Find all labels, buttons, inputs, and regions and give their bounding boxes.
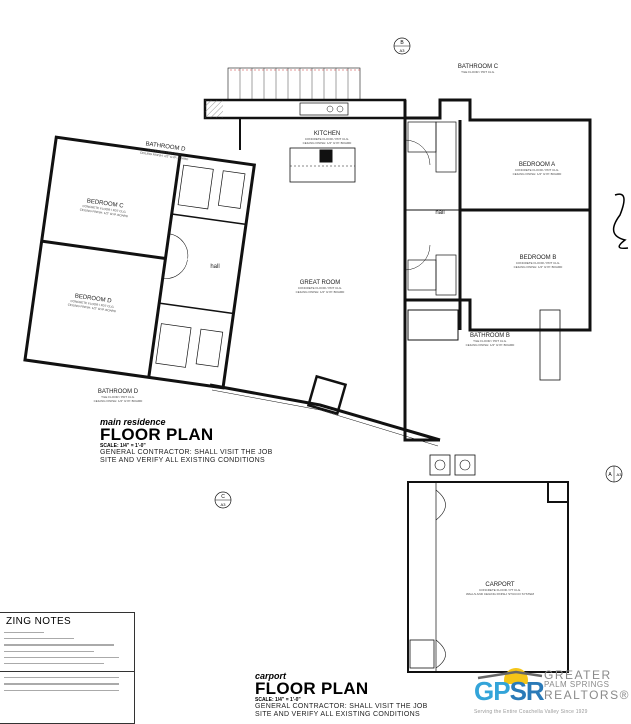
svg-text:CEILING FINISH: 1/2" GYP. BOAR: CEILING FINISH: 1/2" GYP. BOARD [296,290,346,294]
plan-note-line: GENERAL CONTRACTOR: SHALL VISIT THE JOB [255,703,428,710]
section-marker-c: C A3 [214,491,232,509]
room-label-bathroom-b: BATHROOM B TILE FLOOR / PDT CLG. CEILING… [466,333,516,347]
svg-text:CONCRETE FLOOR / PDT CLG.: CONCRETE FLOOR / PDT CLG. [305,137,349,141]
room-label-great-room: GREAT ROOM CONCRETE FLOOR / PDT CLG. CEI… [296,280,346,294]
main-floor-plan-title-block: main residence FLOOR PLAN SCALE: 1/4" = … [100,417,273,465]
svg-text:CEILING FINISH: 1/2" GYP. BOAR: CEILING FINISH: 1/2" GYP. BOARD [513,172,563,176]
carport-floor-plan-title-block: carport FLOOR PLAN SCALE: 1/4" = 1'-0" G… [255,671,428,719]
stairs [227,67,361,101]
section-marker-sheet: A3 [221,502,227,507]
section-marker-letter: B [400,40,404,46]
section-marker-letter: C [221,494,225,500]
svg-text:CEILING FINISH: 1/2" GYP. BOAR: CEILING FINISH: 1/2" GYP. BOARD [94,399,144,403]
plan-note-line: GENERAL CONTRACTOR: SHALL VISIT THE JOB [100,449,273,456]
room-label-bathroom-c: BATHROOM C TILE FLOOR / PDT CLG. [458,64,499,74]
svg-text:CEILING FINISH: 1/2" GYP. BOAR: CEILING FINISH: 1/2" GYP. BOARD [466,343,516,347]
plan-scale: SCALE: 1/4" = 1'-0" [255,697,301,703]
svg-text:BATHROOM B: BATHROOM B [470,333,510,339]
svg-text:BEDROOM C: BEDROOM C [86,198,124,209]
room-label-bedroom-b: BEDROOM B CONCRETE FLOOR / PDT CLG. CEIL… [514,255,564,269]
room-label-kitchen: KITCHEN CONCRETE FLOOR / PDT CLG. CEILIN… [303,131,353,145]
room-label-bedroom-c: BEDROOM C CONCRETE FLOOR / PDT CLG. CEIL… [79,198,129,219]
sun-roof-icon [477,668,543,684]
gpsr-logo: GPSR GREATER PALM SPRINGS REALTORS® Serv… [474,664,631,720]
plan-scale: SCALE: 1/4" = 1'-0" [100,443,146,449]
logo-line-1: GREATER [544,668,612,682]
plan-caption: carport [255,671,287,681]
plan-note-line: SITE AND VERIFY ALL EXISTING CONDITIONS [100,457,265,464]
svg-text:CEILING FINISH: 1/2" GYP. BOAR: CEILING FINISH: 1/2" GYP. BOARD [514,265,564,269]
svg-text:BEDROOM B: BEDROOM B [520,255,557,261]
svg-text:WALLS AND CEILING FINISH: STUC: WALLS AND CEILING FINISH: STUCCO SYSTEM [466,592,535,596]
logo-abbr-gp: GP [474,676,511,706]
svg-text:CONCRETE FLOOR / PDT CLG.: CONCRETE FLOOR / PDT CLG. [298,286,342,290]
svg-text:KITCHEN: KITCHEN [314,131,340,137]
logo-tagline: Serving the Entire Coachella Valley Sinc… [474,709,588,715]
room-label-hall-left: hall [210,264,219,270]
svg-text:BATHROOM D: BATHROOM D [145,141,186,153]
room-label-bedroom-d: BEDROOM D CONCRETE FLOOR / PDT CLG. CEIL… [67,293,117,314]
svg-text:CEILING FINISH: 1/2" GYP. BOAR: CEILING FINISH: 1/2" GYP. BOARD [79,208,129,219]
logo-abbr-sr: SR [509,676,545,706]
svg-text:TILE FLOOR / PDT CLG.: TILE FLOOR / PDT CLG. [101,395,135,399]
section-marker-b: B A3 [393,37,411,55]
plan-caption: main residence [100,417,166,427]
glazing-notes-box: ZING NOTES [0,612,135,724]
svg-text:CONCRETE FLOOR / PDT CLG.: CONCRETE FLOOR / PDT CLG. [515,168,559,172]
svg-text:CONCRETE FLOOR / PT CLG.: CONCRETE FLOOR / PT CLG. [479,588,521,592]
section-marker-sheet: A3 [400,48,406,53]
room-label-bathroom-d-top: BATHROOM D TILE FLOOR / PDT CLG. CEILING… [140,141,190,162]
svg-text:TILE FLOOR / PDT CLG.: TILE FLOOR / PDT CLG. [473,339,507,343]
notes-title: ZING NOTES [6,616,72,627]
room-label-hall-right: hall [435,210,444,216]
svg-text:CEILING FINISH: 1/2" GYP. BOAR: CEILING FINISH: 1/2" GYP. BOARD [67,303,117,314]
room-label-bathroom-d-bottom: BATHROOM D TILE FLOOR / PDT CLG. CEILING… [94,389,144,403]
svg-text:BATHROOM D: BATHROOM D [98,389,139,395]
plan-note-line: SITE AND VERIFY ALL EXISTING CONDITIONS [255,711,420,718]
right-wing-walls [403,98,592,442]
carport-walls [407,454,569,673]
svg-text:BEDROOM A: BEDROOM A [519,162,555,168]
room-label-carport: CARPORT CONCRETE FLOOR / PT CLG. WALLS A… [466,582,535,596]
svg-text:CARPORT: CARPORT [485,582,515,588]
great-room-south-wall [209,383,441,442]
left-wing-walls [23,135,257,390]
svg-text:CEILING FINISH: 1/2" GYP. BOAR: CEILING FINISH: 1/2" GYP. BOARD [303,141,353,145]
section-marker-sheet: A3 [617,472,623,477]
svg-text:BATHROOM C: BATHROOM C [458,64,499,70]
logo-line-2: PALM SPRINGS [544,680,610,689]
section-marker-a: A A3 [605,465,623,483]
plan-title: FLOOR PLAN [255,679,369,698]
room-label-bedroom-a: BEDROOM A CONCRETE FLOOR / PDT CLG. CEIL… [513,162,563,176]
svg-text:CONCRETE FLOOR / PDT CLG.: CONCRETE FLOOR / PDT CLG. [82,204,127,214]
plan-title: FLOOR PLAN [100,425,214,444]
svg-text:CEILING FINISH: 1/2" GYP. BOAR: CEILING FINISH: 1/2" GYP. BOARD [140,151,190,162]
svg-text:TILE FLOOR / PDT CLG.: TILE FLOOR / PDT CLG. [148,148,182,157]
svg-text:BEDROOM D: BEDROOM D [74,293,112,304]
kitchen-island [289,147,356,183]
svg-text:GREAT ROOM: GREAT ROOM [300,280,340,286]
section-marker-letter: A [608,472,612,478]
logo-line-3: REALTORS® [544,688,630,702]
svg-text:CONCRETE FLOOR / PDT CLG.: CONCRETE FLOOR / PDT CLG. [516,261,560,265]
svg-text:TILE FLOOR / PDT CLG.: TILE FLOOR / PDT CLG. [461,70,495,74]
svg-text:CONCRETE FLOOR / PDT CLG.: CONCRETE FLOOR / PDT CLG. [70,299,115,309]
